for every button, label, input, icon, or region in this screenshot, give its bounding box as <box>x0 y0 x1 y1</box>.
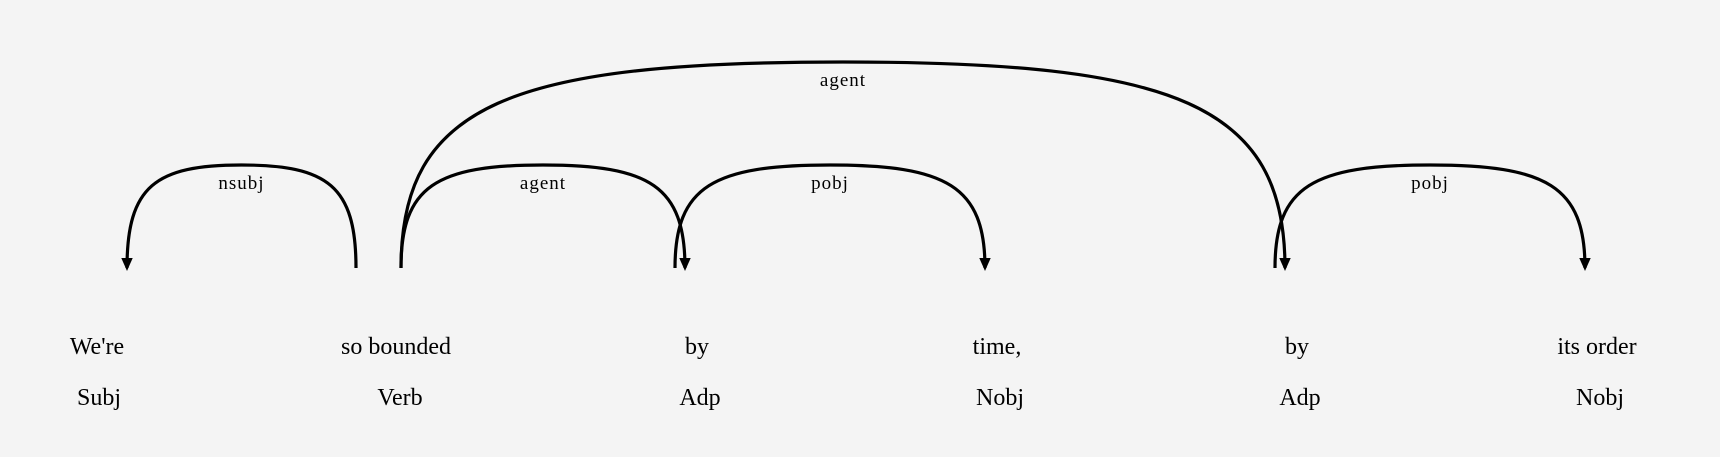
arc-arrowhead-3 <box>979 258 991 271</box>
token-tag-1: Subj <box>77 385 121 411</box>
token-word-5: by <box>1285 334 1309 360</box>
dependency-arc-3 <box>673 163 987 269</box>
token-word-6: its order <box>1557 334 1636 360</box>
token-tag-4: Nobj <box>976 385 1024 411</box>
arcs-layer: nsubj agent pobj agent pobj <box>121 60 1591 271</box>
arc-arrowhead-2 <box>679 258 691 271</box>
arc-arrowhead-1 <box>121 258 133 271</box>
dependency-arc-2 <box>399 163 687 269</box>
token-tag-5: Adp <box>1279 385 1320 411</box>
arc-arrowhead-5 <box>1579 258 1591 271</box>
token-tag-2: Verb <box>377 385 422 411</box>
dependency-arc-5 <box>1273 163 1587 269</box>
arc-label-4: agent <box>820 70 866 91</box>
dependency-arc-4 <box>399 60 1287 269</box>
dependency-arc-1 <box>125 163 358 269</box>
arc-label-5: pobj <box>1411 173 1449 194</box>
arc-arrowhead-4 <box>1279 258 1291 271</box>
token-word-3: by <box>685 334 709 360</box>
token-word-2: so bounded <box>341 334 451 360</box>
token-word-1: We're <box>70 334 124 360</box>
token-word-4: time, <box>973 334 1022 360</box>
arc-label-1: nsubj <box>218 173 264 194</box>
token-tag-6: Nobj <box>1576 385 1624 411</box>
arc-label-3: pobj <box>811 173 849 194</box>
arc-label-2: agent <box>520 173 566 194</box>
token-tag-3: Adp <box>679 385 720 411</box>
